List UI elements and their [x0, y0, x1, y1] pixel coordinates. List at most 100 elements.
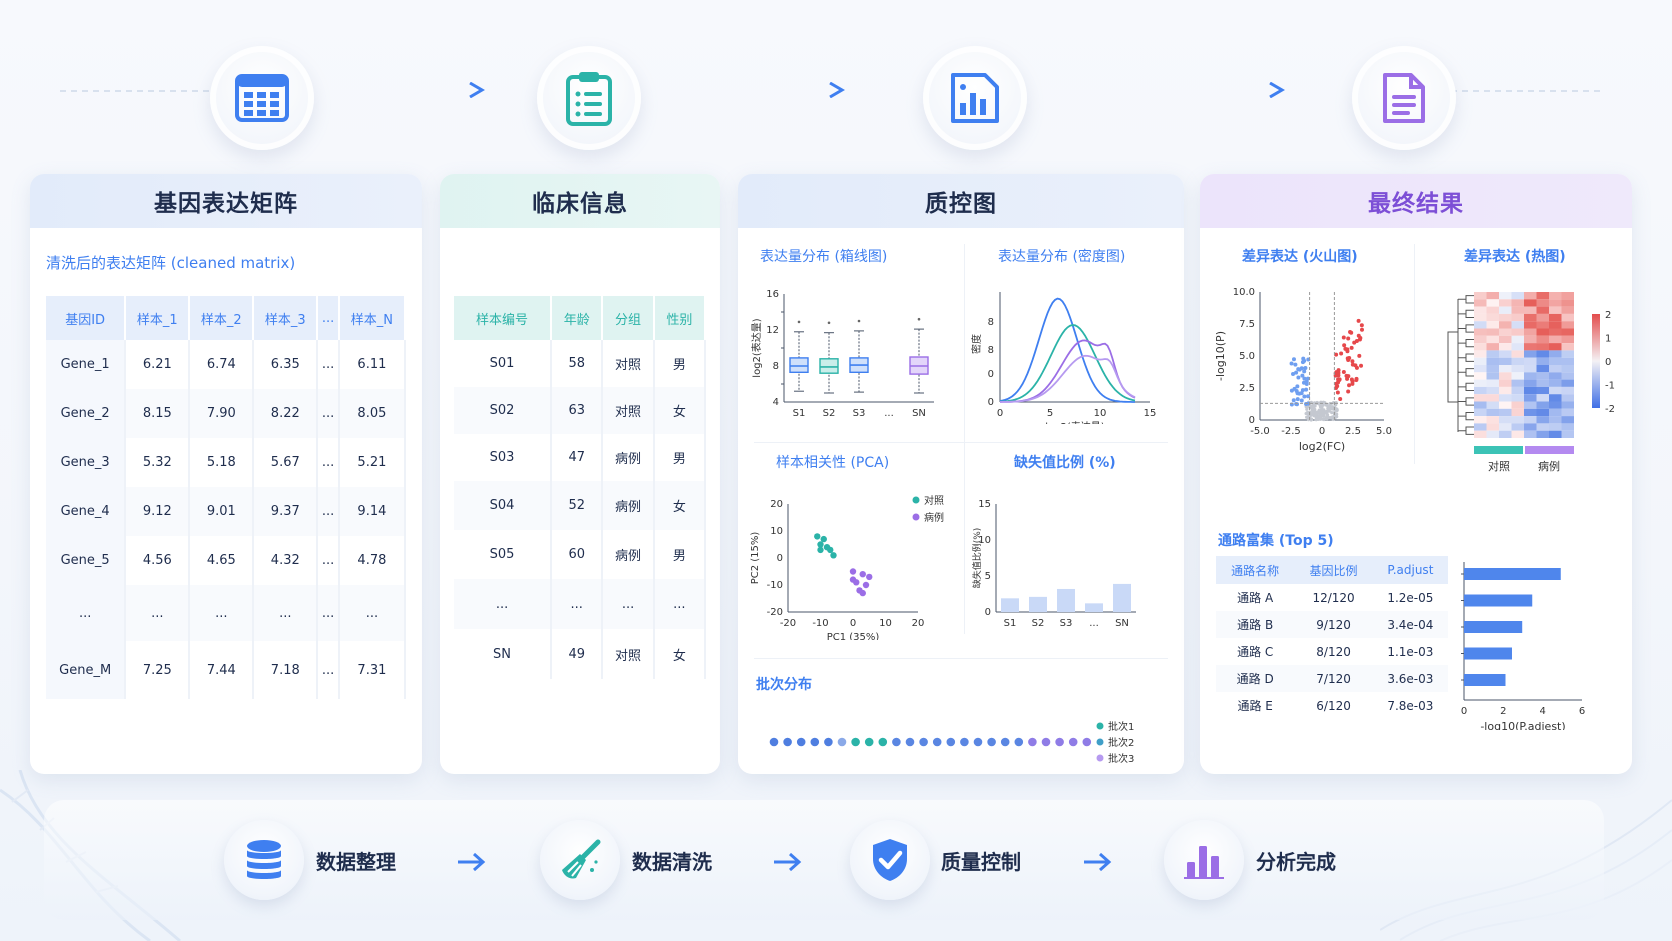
heatmap-cell — [1486, 313, 1499, 322]
density-curve-teal — [999, 324, 1136, 403]
qc-divider-h2 — [754, 658, 1168, 659]
table-cell: 49 — [551, 629, 604, 679]
result-divider-v — [1414, 244, 1415, 464]
table-cell: 男 — [653, 340, 707, 387]
table-cell: ... — [317, 438, 340, 487]
heatmap-cell — [1511, 423, 1524, 431]
table-cell: 男 — [653, 530, 707, 579]
pca-point — [859, 571, 866, 578]
heatmap-cell — [1524, 365, 1537, 373]
table-header-cell: ... — [317, 296, 340, 340]
volcano-point-up — [1354, 376, 1359, 381]
batch-dot — [837, 737, 847, 747]
heatmap-cell — [1561, 306, 1574, 314]
heatmap-cell — [1499, 299, 1512, 307]
batch-dot — [1068, 737, 1078, 747]
table-cell: ... — [317, 487, 340, 536]
heatmap-cell — [1524, 350, 1537, 358]
dendrogram — [1447, 295, 1474, 435]
heatmap-cell — [1486, 335, 1499, 344]
table-cell: 6.35 — [253, 340, 319, 389]
volcano-point-down — [1293, 362, 1298, 367]
heatmap-cell — [1549, 313, 1562, 322]
volcano-point-down — [1302, 376, 1307, 381]
table-header-cell: 基因ID — [46, 296, 127, 340]
x-tick-label: 0 — [997, 408, 1003, 419]
x-tick-label: SN — [1115, 618, 1129, 629]
heatmap-cell — [1474, 430, 1487, 438]
box — [819, 358, 839, 374]
heatmap-cell — [1486, 357, 1499, 365]
group-bar-control — [1474, 446, 1523, 454]
y-tick-label: 12 — [766, 325, 779, 336]
volcano-point-ns — [1315, 412, 1319, 416]
heatmap-cell — [1499, 365, 1512, 373]
table-header-cell: 样本_N — [338, 296, 407, 340]
volcano-point-up — [1357, 353, 1362, 358]
heatmap-cell — [1549, 292, 1562, 300]
table-cell: S04 — [454, 481, 553, 530]
volcano-point-up — [1339, 351, 1344, 356]
batch-dot — [1028, 737, 1037, 747]
table-cell: ... — [189, 585, 255, 641]
heatmap-cell — [1524, 357, 1537, 365]
volcano-point-ns — [1327, 406, 1331, 411]
heatmap-cell — [1536, 343, 1549, 351]
volcano-point-down — [1300, 388, 1305, 393]
heatmap-cell — [1486, 292, 1499, 300]
heatmap-cell — [1524, 372, 1537, 380]
heatmap-cell — [1511, 379, 1524, 387]
density-curve-blue — [999, 297, 1135, 403]
volcano-point-down — [1292, 386, 1297, 391]
batch-dot — [783, 737, 792, 747]
heatmap-cell — [1474, 313, 1487, 322]
y-tick-label: 10 — [978, 535, 991, 546]
heatmap-cell — [1536, 430, 1549, 438]
volcano-point-up — [1335, 384, 1340, 389]
volcano-point-up — [1334, 352, 1339, 357]
heatmap-cell — [1511, 386, 1524, 395]
volcano-point-up — [1347, 383, 1352, 388]
heatmap-cell — [1524, 386, 1537, 395]
heatmap-cell — [1549, 350, 1562, 358]
heatmap-cell — [1486, 430, 1499, 438]
heatmap-cell — [1536, 372, 1549, 380]
volcano-point-up — [1349, 377, 1354, 382]
table-header-cell: 性别 — [653, 296, 707, 340]
batch-dot — [851, 737, 860, 747]
heatmap-cell — [1486, 299, 1499, 307]
table-cell: S01 — [454, 340, 553, 387]
legend-label: 病例 — [924, 511, 944, 524]
table-cell: 7.25 — [125, 641, 191, 699]
table-cell: 8.05 — [338, 389, 407, 438]
heatmap-cell — [1499, 357, 1512, 365]
colorbar-tick-label: 0 — [1605, 357, 1611, 368]
y-tick-label: 8 — [988, 345, 994, 356]
volcano-point-down — [1302, 394, 1307, 399]
volcano-point-up — [1348, 330, 1353, 335]
heatmap-cell — [1561, 430, 1574, 438]
volcano-point-ns — [1309, 418, 1313, 422]
flow-dotted-line-right — [1440, 90, 1600, 92]
heatmap-cell — [1511, 357, 1524, 365]
heatmap-cell — [1536, 306, 1549, 314]
x-tick-label: S2 — [823, 408, 836, 419]
heatmap-cell — [1561, 350, 1574, 358]
bar-chart-icon — [1184, 846, 1224, 879]
legend-marker — [1096, 754, 1104, 762]
heatmap-cell — [1474, 372, 1487, 380]
heatmap-cell — [1561, 299, 1574, 307]
volcano-point-up — [1344, 373, 1349, 378]
batch-dot — [946, 737, 956, 747]
batch-dot — [878, 737, 888, 747]
heatmap-cell — [1561, 357, 1574, 365]
x-tick-label: -20 — [780, 618, 796, 629]
broom-icon — [562, 839, 601, 879]
document-icon — [1383, 73, 1425, 123]
batch-dot — [973, 737, 983, 747]
y-tick-label: -20 — [767, 607, 783, 618]
